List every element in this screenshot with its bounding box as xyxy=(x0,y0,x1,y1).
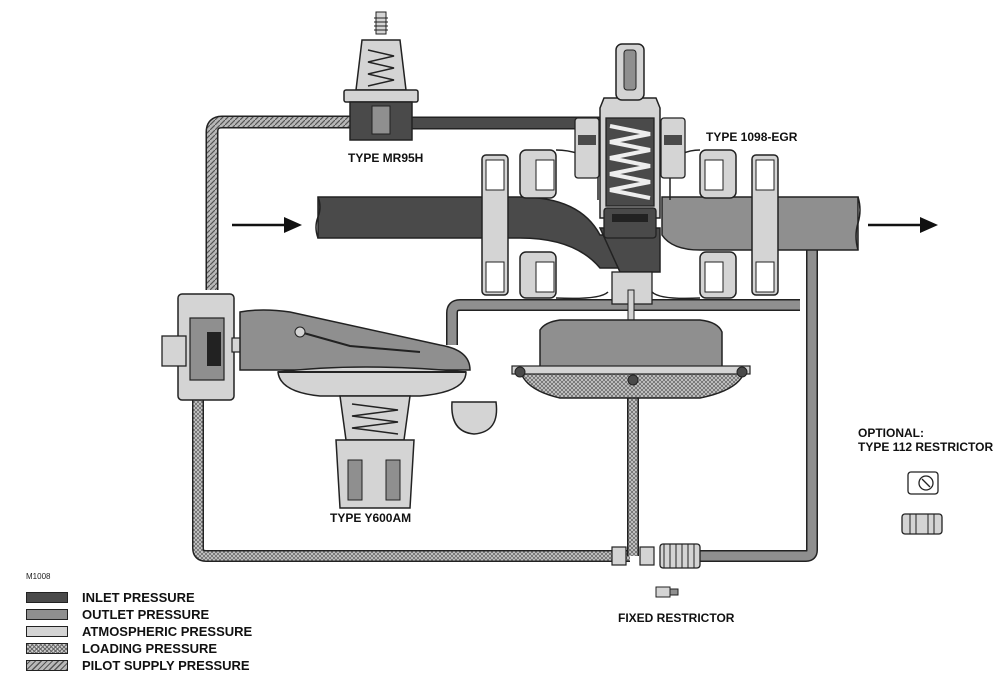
outlet-swatch xyxy=(26,609,68,620)
legend-label: LOADING PRESSURE xyxy=(82,641,218,656)
loading-swatch xyxy=(26,643,68,654)
y600am-regulator xyxy=(161,293,498,509)
legend-label: ATMOSPHERIC PRESSURE xyxy=(82,624,253,639)
legend-item-loading: LOADING PRESSURE xyxy=(26,640,217,657)
label-1098-egr: TYPE 1098-EGR xyxy=(706,130,798,144)
fixed-restrictor-icon xyxy=(655,586,679,598)
figure-code: M1008 xyxy=(26,572,51,581)
restrictor-fitting xyxy=(611,543,701,569)
label-y600am: TYPE Y600AM xyxy=(330,511,411,525)
label-mr95h: TYPE MR95H xyxy=(348,151,423,165)
inlet-flow-arrow xyxy=(232,217,302,233)
egr-valve-body xyxy=(481,43,779,383)
legend-label: PILOT SUPPLY PRESSURE xyxy=(82,658,250,673)
outlet-flow-arrow xyxy=(868,217,938,233)
loading-pressure-line xyxy=(192,395,639,562)
pilot-swatch xyxy=(26,660,68,671)
label-type-112-restrictor: TYPE 112 RESTRICTOR xyxy=(858,440,993,454)
outlet-pressure-lines xyxy=(446,250,818,562)
mr95h-regulator xyxy=(343,11,419,141)
legend-label: INLET PRESSURE xyxy=(82,590,195,605)
atmospheric-swatch xyxy=(26,626,68,637)
legend-item-pilot: PILOT SUPPLY PRESSURE xyxy=(26,657,250,674)
pilot-supply-line xyxy=(205,115,360,290)
label-optional: OPTIONAL: xyxy=(858,426,924,440)
inlet-swatch xyxy=(26,592,68,603)
legend-item-outlet: OUTLET PRESSURE xyxy=(26,606,209,623)
egr-actuator xyxy=(511,319,751,399)
legend-item-inlet: INLET PRESSURE xyxy=(26,589,195,606)
legend-label: OUTLET PRESSURE xyxy=(82,607,210,622)
type-112-restrictor-icon xyxy=(901,471,943,535)
legend-item-atmospheric: ATMOSPHERIC PRESSURE xyxy=(26,623,252,640)
label-fixed-restrictor: FIXED RESTRICTOR xyxy=(618,611,735,625)
